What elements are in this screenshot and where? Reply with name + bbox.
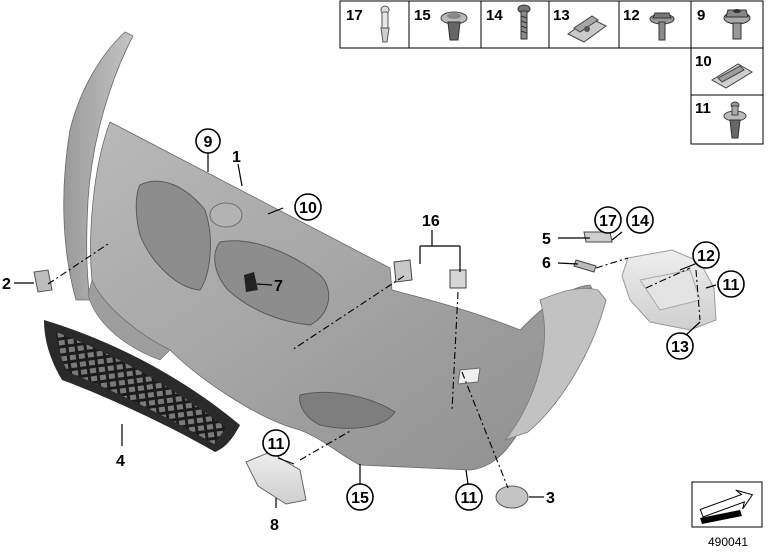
callout-5: 5 (542, 231, 551, 248)
panel-label-10: 10 (695, 53, 712, 70)
hex-flange-screw-icon (649, 12, 675, 41)
svg-text:13: 13 (671, 339, 689, 356)
reference-arrow-box (691, 481, 763, 528)
bracket-left (393, 259, 413, 283)
screw-icon (517, 4, 531, 40)
panel-label-9: 9 (697, 7, 705, 24)
callout-16: 16 (422, 213, 440, 230)
callout-8: 8 (270, 517, 279, 534)
callout-3: 3 (546, 490, 555, 507)
hardware-panel: 17 15 14 13 12 9 10 11 (339, 0, 764, 145)
panel-label-17: 17 (346, 7, 363, 24)
brace-clip (244, 272, 258, 292)
svg-text:10: 10 (299, 200, 317, 217)
bracket-right (449, 269, 467, 289)
callout-4: 4 (116, 453, 125, 470)
svg-text:14: 14 (631, 213, 649, 230)
callout-7: 7 (274, 278, 283, 295)
side-bracket-8 (245, 451, 307, 505)
tow-hook-cover (495, 485, 529, 509)
svg-text:11: 11 (723, 277, 740, 294)
callout-17: 17 (594, 206, 622, 234)
clip-nut-icon (567, 15, 607, 43)
expanding-rivet-icon (723, 101, 747, 139)
callout-14: 14 (626, 206, 654, 234)
panel-label-13: 13 (553, 7, 570, 24)
dash-dot-lines (47, 243, 701, 489)
callout-2: 2 (2, 276, 11, 293)
callout-9: 9 (195, 128, 221, 154)
svg-text:9: 9 (204, 134, 213, 151)
bumper-cover (63, 31, 607, 471)
callout-15: 15 (346, 483, 374, 511)
svg-text:17: 17 (599, 213, 617, 230)
svg-text:15: 15 (351, 490, 369, 507)
spring-clip-icon (711, 63, 753, 89)
expanding-rivet-icon (440, 11, 468, 41)
sensor-holder (573, 259, 597, 273)
callout-13: 13 (666, 332, 694, 360)
svg-text:12: 12 (697, 248, 715, 265)
callout-11-bottom: 11 (455, 483, 483, 511)
panel-label-11: 11 (695, 100, 711, 117)
svg-text:11: 11 (268, 436, 285, 453)
callout-1: 1 (232, 149, 241, 166)
callout-6: 6 (542, 255, 551, 272)
svg-text:11: 11 (461, 490, 478, 507)
lower-grille (44, 320, 240, 452)
panel-label-12: 12 (623, 7, 640, 24)
panel-label-15: 15 (414, 7, 431, 24)
leader-lines (14, 152, 717, 508)
flange-nut-icon (723, 9, 751, 40)
carrier-bracket (621, 249, 717, 331)
callout-10: 10 (294, 193, 322, 221)
panel-label-14: 14 (486, 7, 503, 24)
side-reflector (33, 269, 53, 293)
diagram-id: 490041 (708, 535, 748, 549)
callout-12: 12 (692, 241, 720, 269)
callout-11-right: 11 (717, 270, 745, 298)
pin-clip-icon (380, 5, 390, 43)
callout-11-left: 11 (262, 429, 290, 457)
